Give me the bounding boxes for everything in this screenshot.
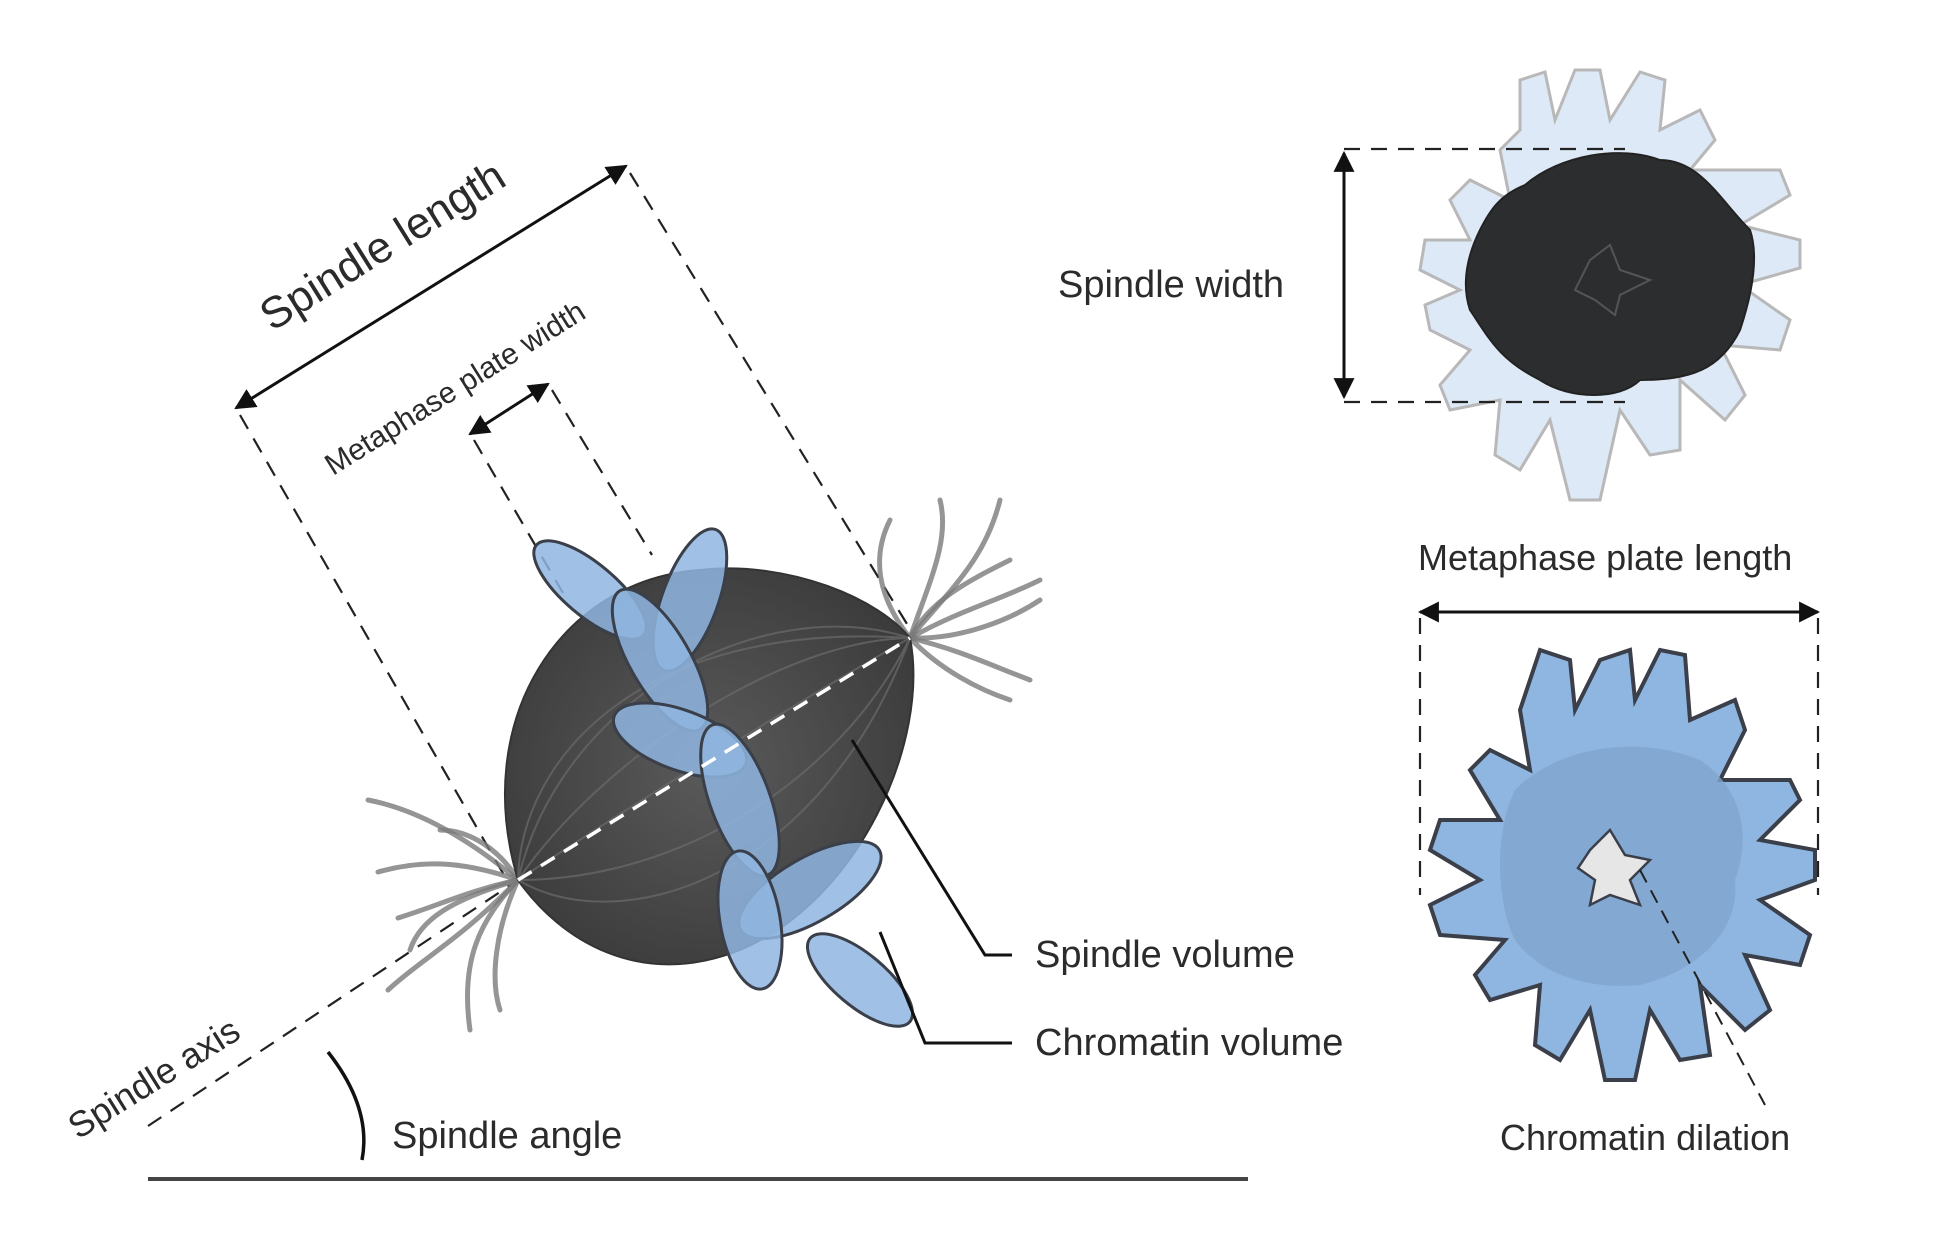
spindle-length-dash-left (239, 414, 509, 883)
spindle-cross-section (1418, 68, 1802, 502)
spindle-angle-arc (326, 1050, 366, 1161)
spindle-angle-label: Spindle angle (392, 1115, 622, 1157)
spindle-volume-label: Spindle volume (1035, 934, 1295, 976)
spindle-axis-line (147, 883, 513, 1127)
metaphase-plate-view (1427, 647, 1817, 1082)
spindle-length-dash-right (629, 172, 916, 638)
spindle-cross-section-dark (1464, 152, 1756, 396)
chromatin-volume-leader (878, 931, 1012, 1045)
spindle-length-label: Spindle length (251, 151, 513, 340)
spindle-axis-inner (517, 636, 911, 882)
spindle-volume-leader (850, 739, 1012, 957)
right-aster (877, 497, 1043, 703)
chromatin-dilation-label: Chromatin dilation (1500, 1117, 1790, 1158)
chromatin-volume-label: Chromatin volume (1035, 1022, 1343, 1064)
spindle-width-label: Spindle width (1058, 264, 1284, 306)
metaphase-plate-width-label: Metaphase plate width (319, 295, 591, 482)
left-aster (365, 797, 521, 1033)
spindle-length-arrow (234, 164, 628, 410)
metaphase-plate-width-arrow (468, 382, 550, 436)
metaphase-plate-width-dash-right (551, 389, 653, 556)
metaphase-plate-length-label: Metaphase plate length (1418, 537, 1792, 578)
chromosomes (532, 527, 915, 1028)
metaphase-plate-center (1576, 827, 1653, 908)
